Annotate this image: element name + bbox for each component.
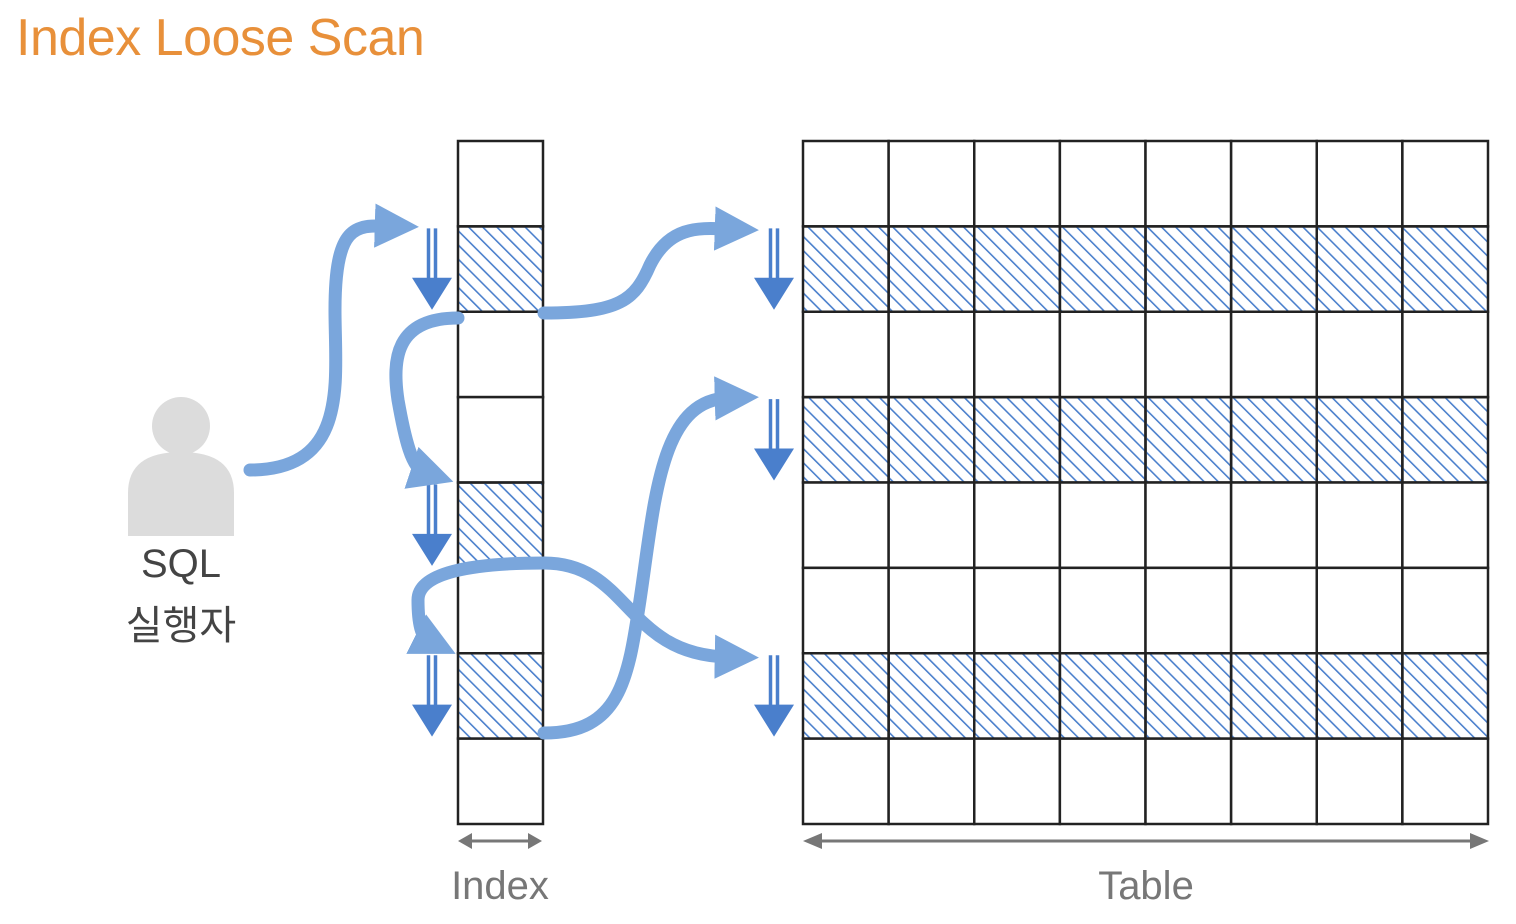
flow-index-to-table-1: [537, 206, 759, 320]
index-entry-matched: [456, 481, 545, 570]
index-width-arrow: [458, 833, 542, 849]
table-cell-matched: [1144, 652, 1233, 740]
table-cell: [887, 481, 976, 570]
flow-index-skip-2: [406, 556, 551, 654]
index-entry: [456, 310, 545, 399]
table-width-arrow: [803, 833, 1489, 849]
table-cell: [1315, 139, 1404, 228]
table-cell-matched: [801, 652, 890, 740]
table-grid: [801, 139, 1490, 826]
table-cell-matched: [1144, 225, 1233, 313]
table-cell-matched: [1315, 652, 1404, 740]
table-cell: [1401, 566, 1490, 655]
table-cell-matched: [887, 395, 976, 484]
index-entry: [456, 395, 545, 484]
actor-label-line1: SQL: [140, 542, 222, 586]
table-cell-matched: [973, 395, 1062, 484]
index-entry-matched: [456, 652, 545, 740]
table-cell: [1315, 737, 1404, 826]
table-cell-matched: [887, 225, 976, 313]
table-cell: [973, 481, 1062, 570]
table-cell: [801, 566, 890, 655]
table-cell: [1401, 737, 1490, 826]
table-cell-matched: [1315, 395, 1404, 484]
index-down-arrow-icon: [412, 228, 452, 310]
table-cell-matched: [1229, 225, 1318, 313]
table-cell: [973, 139, 1062, 228]
table-cell: [1144, 310, 1233, 399]
index-column: [456, 139, 545, 826]
table-cell: [801, 481, 890, 570]
table-cell: [887, 310, 976, 399]
table-cell: [1058, 139, 1147, 228]
table-cell: [1058, 566, 1147, 655]
table-cell: [973, 566, 1062, 655]
scan-direction-arrows: [412, 228, 794, 737]
table-cell-matched: [1058, 652, 1147, 740]
table-cell-matched: [1229, 652, 1318, 740]
table-label: Table: [1098, 864, 1194, 908]
index-entry: [456, 139, 545, 228]
table-cell-matched: [1315, 225, 1404, 313]
actor-label-line2: 실행자: [125, 604, 237, 648]
table-cell: [1229, 481, 1318, 570]
flow-index-skip-1: [389, 311, 465, 489]
table-cell: [801, 737, 890, 826]
index-down-arrow-icon: [412, 484, 452, 566]
table-cell: [1058, 481, 1147, 570]
table-cell-matched: [801, 225, 890, 313]
table-cell: [1315, 310, 1404, 399]
table-cell: [1144, 566, 1233, 655]
table-cell: [1229, 310, 1318, 399]
index-entry-matched: [456, 225, 545, 313]
actor-label: SQL 실행자: [101, 540, 261, 650]
table-cell: [1229, 139, 1318, 228]
table-down-arrow-icon: [754, 655, 794, 737]
table-cell: [1315, 566, 1404, 655]
table-cell-matched: [1401, 225, 1490, 313]
table-cell: [1058, 737, 1147, 826]
flow-index-to-table-2: [537, 556, 759, 679]
table-cell: [1144, 737, 1233, 826]
table-cell: [801, 139, 890, 228]
table-cell: [1401, 139, 1490, 228]
table-cell: [1229, 566, 1318, 655]
table-cell: [887, 139, 976, 228]
user-icon: [128, 397, 234, 536]
table-cell-matched: [1058, 395, 1147, 484]
scan-flow: [243, 203, 759, 740]
table-cell: [1401, 310, 1490, 399]
table-cell: [1229, 737, 1318, 826]
page-title: Index Loose Scan: [16, 9, 425, 67]
index-label: Index: [451, 864, 549, 908]
table-cell-matched: [1401, 652, 1490, 740]
table-cell: [1058, 310, 1147, 399]
table-cell-matched: [973, 652, 1062, 740]
index-entry: [456, 737, 545, 826]
table-cell: [887, 566, 976, 655]
table-cell: [973, 310, 1062, 399]
flow-index-to-table-3: [537, 376, 759, 740]
index-down-arrow-icon: [412, 655, 452, 737]
table-cell-matched: [1058, 225, 1147, 313]
table-cell: [1144, 481, 1233, 570]
table-cell-matched: [1401, 395, 1490, 484]
table-cell-matched: [887, 652, 976, 740]
table-cell-matched: [1229, 395, 1318, 484]
table-cell: [1315, 481, 1404, 570]
index-entry: [456, 566, 545, 655]
table-cell-matched: [1144, 395, 1233, 484]
table-cell: [887, 737, 976, 826]
table-cell: [1144, 139, 1233, 228]
table-cell-matched: [801, 395, 890, 484]
table-cell: [801, 310, 890, 399]
table-cell: [1401, 481, 1490, 570]
table-cell-matched: [973, 225, 1062, 313]
flow-actor-to-index: [243, 203, 419, 477]
table-down-arrow-icon: [754, 399, 794, 481]
table-down-arrow-icon: [754, 228, 794, 310]
table-cell: [973, 737, 1062, 826]
